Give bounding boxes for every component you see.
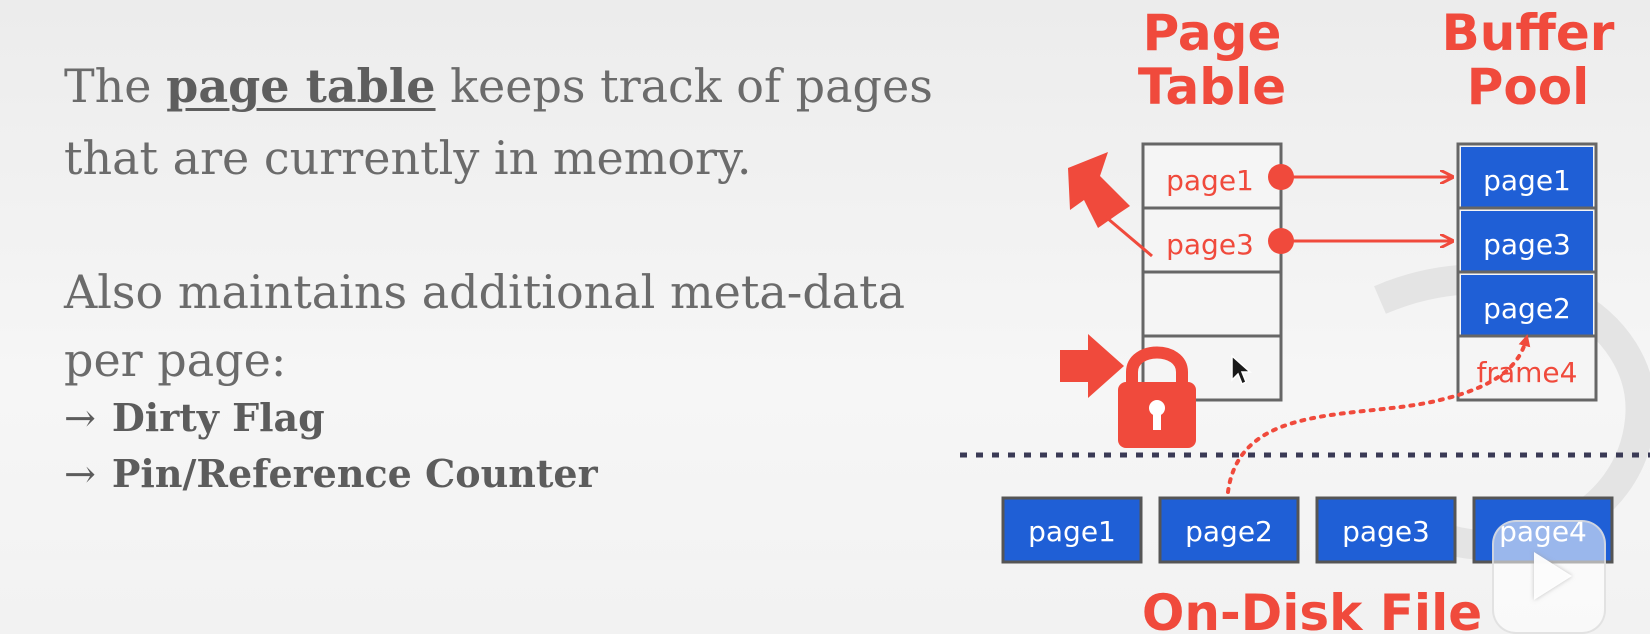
bullet-dirty-flag: → Dirty Flag (64, 390, 598, 446)
buffer-pool: page1 page3 page2 frame4 (1456, 142, 1598, 402)
paragraph-page-table: The page table keeps track of pages that… (64, 50, 944, 194)
bullet-pin-counter: → Pin/Reference Counter (64, 446, 598, 502)
bullet-arrow: → (64, 396, 96, 440)
paragraph-metadata: Also maintains additional meta-data per … (64, 258, 905, 394)
mouse-cursor-icon (1231, 354, 1252, 386)
load-page-path (1226, 334, 1531, 494)
bullet-label: Dirty Flag (111, 395, 325, 440)
buffer-frame-filled (1461, 211, 1593, 272)
line2: that are currently in memory. (64, 131, 752, 185)
page-table-term: page table (166, 59, 436, 113)
page-table-entry: page3 (1166, 228, 1254, 261)
page-table-title-line1: Page (1143, 4, 1282, 62)
metadata-bullets: → Dirty Flag → Pin/Reference Counter (64, 390, 598, 502)
on-disk-file-title: On-Disk File (1142, 584, 1482, 634)
para2-line2: per page: (64, 333, 287, 387)
page-table-title-line2: Table (1138, 58, 1286, 116)
video-play-button[interactable] (1492, 520, 1606, 634)
slide-text: The page table keeps track of pages that… (64, 50, 944, 496)
disk-page (1315, 496, 1457, 564)
disk-page-label: page2 (1185, 515, 1273, 548)
disk-page-label: page1 (1028, 515, 1116, 548)
disk-page-label: page3 (1342, 515, 1430, 548)
buffer-frame-label: page1 (1483, 164, 1571, 197)
buffer-pool-title-line2: Pool (1467, 58, 1590, 116)
buffer-frame-filled (1461, 147, 1593, 208)
buffer-frame-filled (1461, 275, 1593, 336)
line1-post: keeps track of pages (435, 59, 933, 113)
page-table: page1 page3 (1141, 142, 1283, 402)
buffer-pool-title-line1: Buffer (1442, 4, 1615, 62)
padlock-icon (1118, 346, 1196, 448)
line1-pre: The (64, 59, 167, 113)
buffer-frame-empty-label: frame4 (1477, 356, 1578, 389)
bullet-label: Pin/Reference Counter (111, 451, 598, 496)
pointer-dot (1268, 228, 1294, 254)
play-icon (1534, 552, 1572, 600)
pointer-dot (1268, 164, 1294, 190)
bullet-arrow: → (64, 452, 96, 496)
disk-page (1158, 496, 1300, 564)
buffer-frame-label: page3 (1483, 228, 1571, 261)
buffer-frame-label: page2 (1483, 292, 1571, 325)
arrow-right-icon (1060, 334, 1124, 398)
disk-page (1001, 496, 1143, 564)
page-table-entry: page1 (1166, 164, 1254, 197)
pushpin-icon (1068, 152, 1153, 258)
para2-line1: Also maintains additional meta-data (64, 265, 906, 319)
